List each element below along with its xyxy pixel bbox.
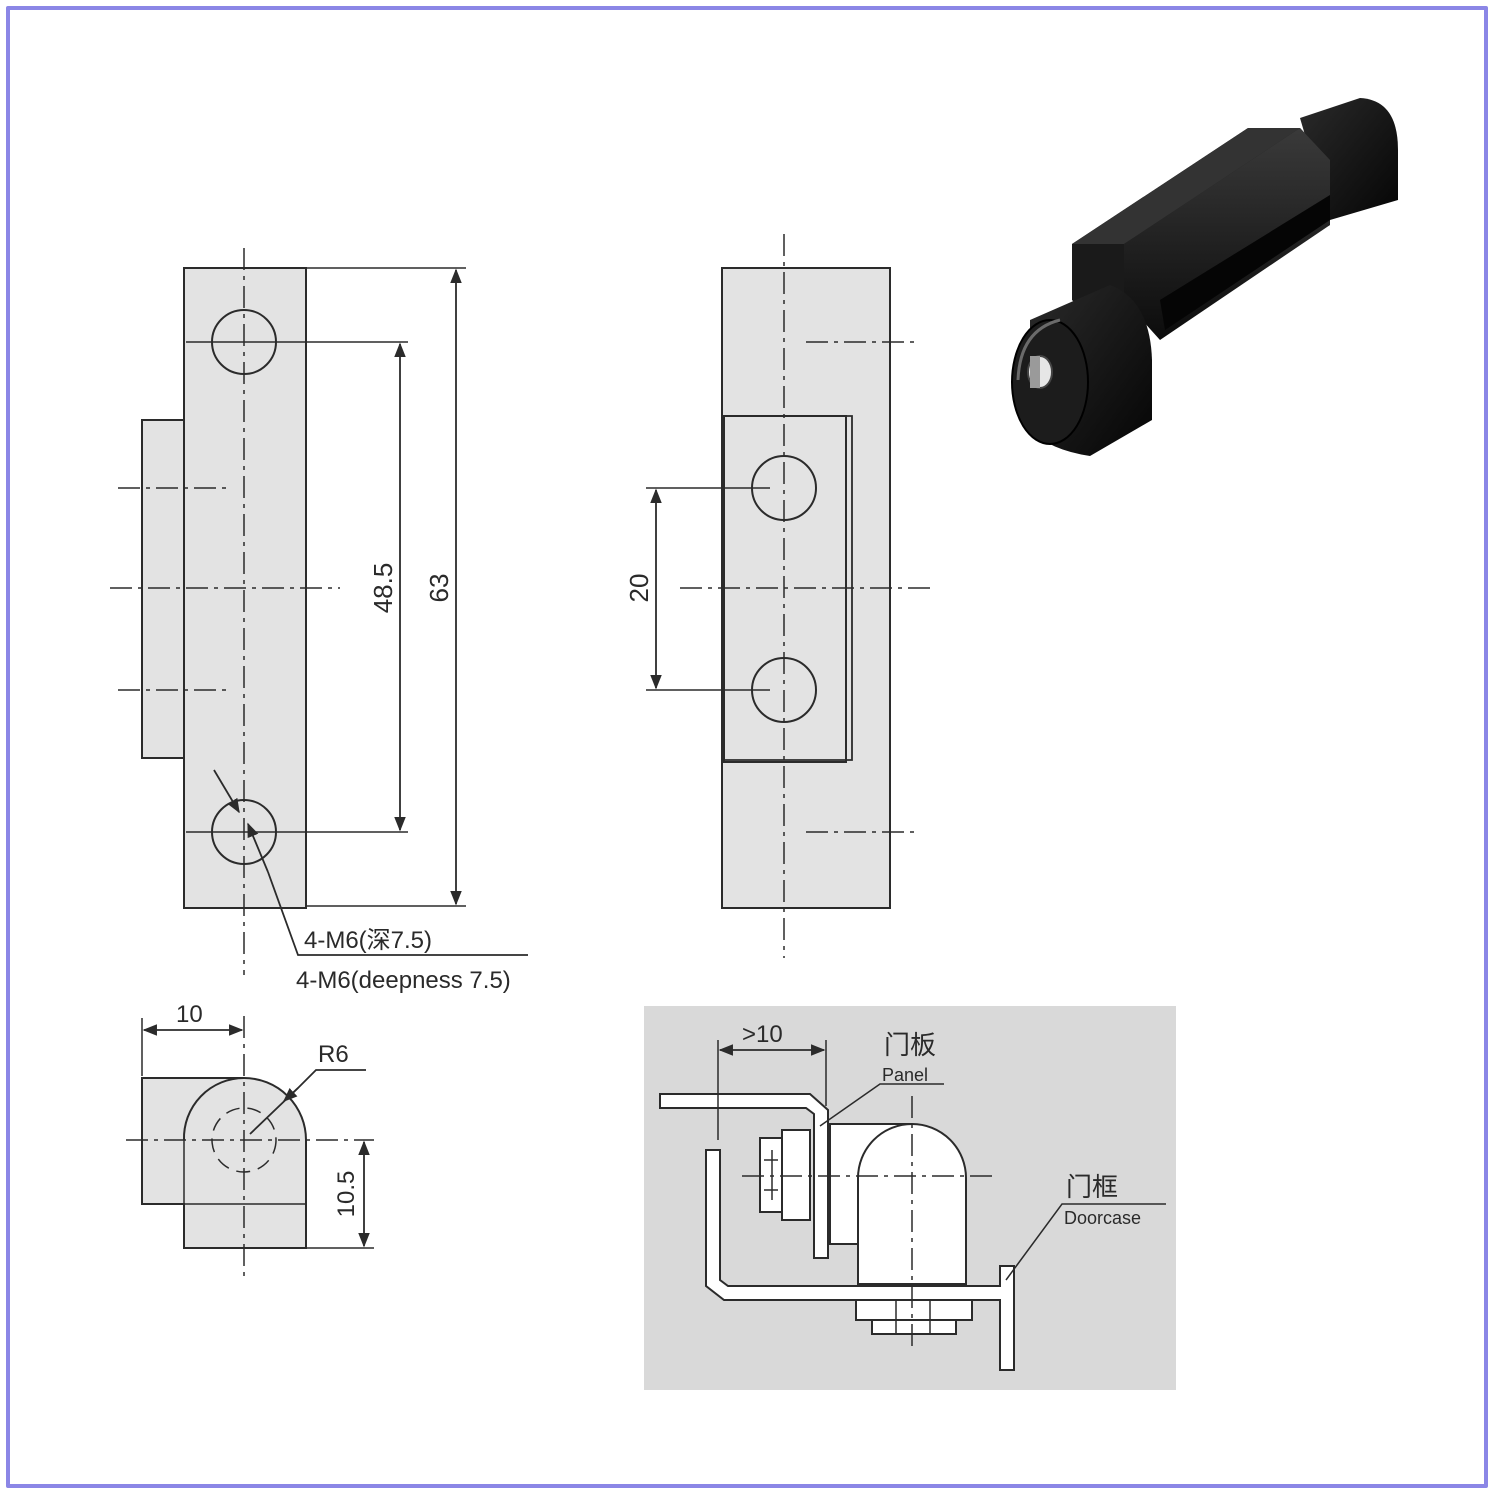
installation-diagram xyxy=(644,1006,1176,1390)
thread-callout-en: 4-M6(deepness 7.5) xyxy=(296,967,511,994)
panel-label-en: Panel xyxy=(882,1065,928,1085)
top-view xyxy=(126,1016,374,1278)
doorcase-label-cn: 门框 xyxy=(1066,1172,1118,1202)
hinge-knuckle xyxy=(829,1123,967,1285)
dim-label-10-5: 10.5 xyxy=(333,1171,360,1218)
dim-label-48-5: 48.5 xyxy=(368,563,398,614)
front-view-flange xyxy=(141,419,185,759)
product-photo-black-hinge xyxy=(1011,98,1398,456)
dim-label-r6: R6 xyxy=(318,1041,349,1068)
front-view xyxy=(110,248,528,975)
panel-label-cn: 门板 xyxy=(884,1030,936,1060)
doorcase-sheet xyxy=(705,1149,1015,1371)
side-view xyxy=(646,234,930,958)
doorcase-label-en: Doorcase xyxy=(1064,1208,1141,1228)
dim-label-10: 10 xyxy=(176,1001,203,1028)
thread-callout-cn: 4-M6(深7.5) xyxy=(304,927,432,954)
dim-label-63: 63 xyxy=(424,574,454,603)
dim-label-20: 20 xyxy=(624,574,654,603)
dim-label-gap: >10 xyxy=(742,1021,783,1048)
door-panel-sheet xyxy=(659,1093,829,1259)
